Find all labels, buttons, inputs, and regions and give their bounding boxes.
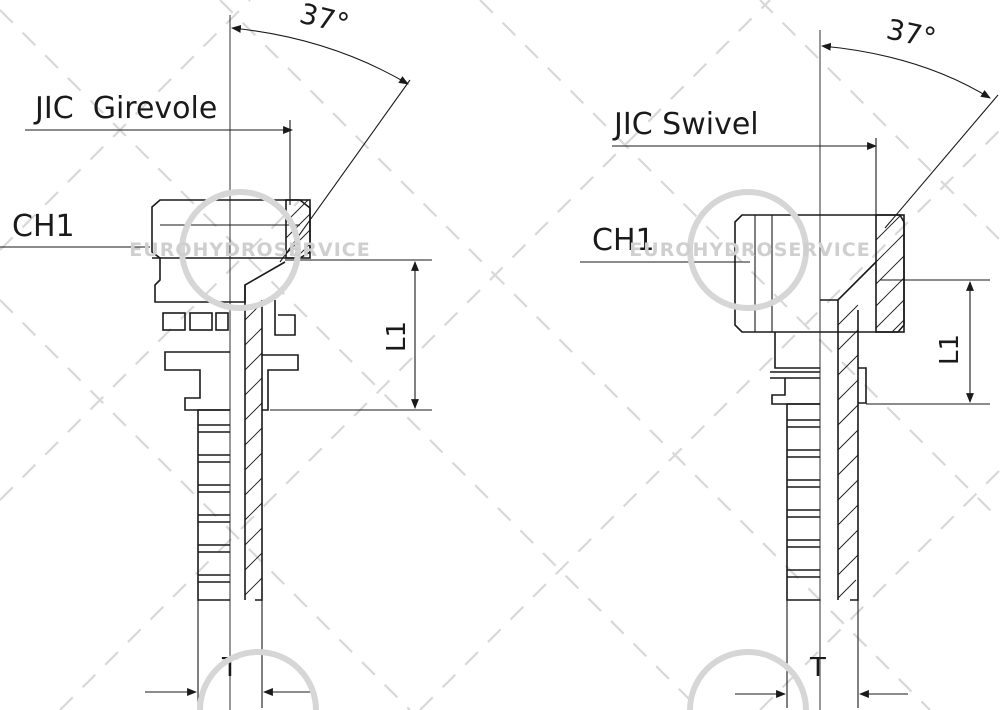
right-watermark-text: EUROHYDROSERVICE <box>629 239 870 261</box>
left-watermark-circle <box>179 189 301 311</box>
left-barbed-tail <box>197 409 230 601</box>
left-title: JIC Girevole <box>33 91 217 126</box>
right-barbed-tail <box>786 403 820 601</box>
right-stem-hatch <box>837 304 859 599</box>
bottom-left-watermark-arc <box>197 649 319 710</box>
left-collar-right <box>262 354 299 411</box>
left-fitting-drawing: JIC Girevole CH1 37° L1 T <box>0 0 432 710</box>
left-knurl-band <box>162 312 229 331</box>
right-angle-label: 37° <box>884 13 939 56</box>
left-angle-label: 37° <box>296 0 352 41</box>
right-collar-left <box>771 378 820 405</box>
left-hex-nut-lower <box>152 257 230 303</box>
left-watermark-text: EUROHYDROSERVICE <box>129 239 370 261</box>
right-nut-section <box>875 214 905 333</box>
left-angle-line <box>279 79 411 263</box>
left-angle-arc <box>231 24 409 85</box>
right-collar-right <box>858 367 867 404</box>
right-hex-label: CH1 <box>592 223 655 258</box>
right-neck <box>774 332 820 369</box>
right-cone-seat <box>820 261 877 301</box>
left-watermark: EUROHYDROSERVICE <box>129 189 370 311</box>
left-collar-left <box>164 351 230 411</box>
right-hex-nut <box>734 214 905 333</box>
right-watermark: EUROHYDROSERVICE <box>629 189 870 311</box>
right-l1-label: L1 <box>935 334 965 365</box>
left-l1-label: L1 <box>382 321 412 352</box>
right-angle-line <box>884 94 999 229</box>
right-t-label: T <box>809 653 826 683</box>
right-groove-lines <box>770 371 820 379</box>
left-seal-pocket <box>274 300 296 336</box>
right-angle-arc <box>821 42 991 99</box>
left-stem-hatch <box>244 302 263 596</box>
left-hex-label: CH1 <box>12 209 75 244</box>
right-title: JIC Swivel <box>612 107 759 142</box>
bottom-right-watermark-arc <box>687 649 809 710</box>
right-fitting-drawing: JIC Swivel CH1 37° L1 T <box>580 13 999 710</box>
right-watermark-circle <box>687 189 809 311</box>
